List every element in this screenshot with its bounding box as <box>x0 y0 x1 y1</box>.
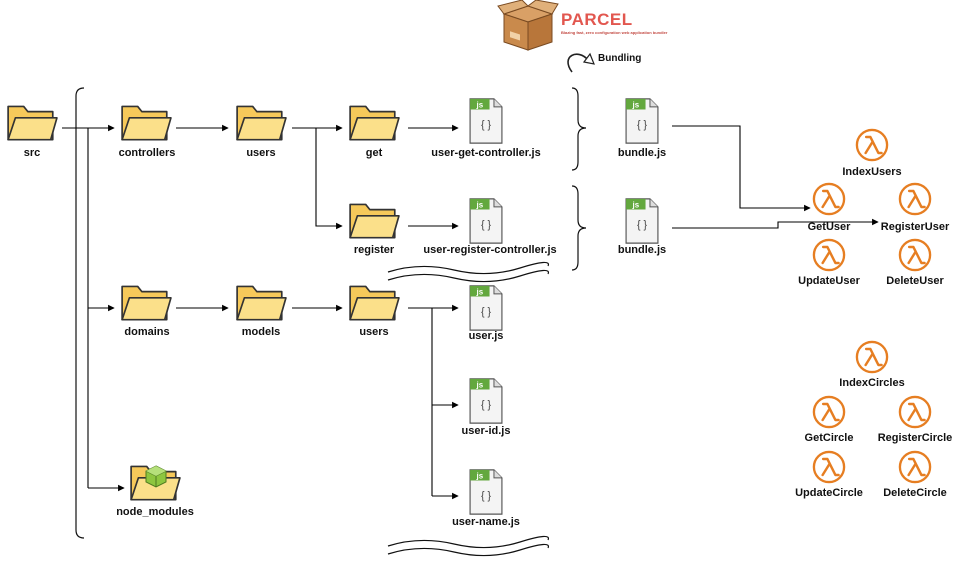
lambda-icon <box>855 128 889 162</box>
node-folder-icon <box>130 465 181 501</box>
parcel-tagline: Blazing fast, zero configuration web app… <box>561 30 668 35</box>
edge-bundle-getuser <box>672 125 811 212</box>
file-label-bundle-register: bundle.js <box>617 244 667 256</box>
lambda-icon <box>812 238 846 272</box>
js-file-icon <box>469 98 503 144</box>
bundling-label: Bundling <box>598 53 642 64</box>
file-label-user-name: user-name.js <box>452 516 520 528</box>
lambda-label-get-circle: GetCircle <box>804 432 854 444</box>
file-label-user-register-controller: user-register-controller.js <box>423 244 557 256</box>
file-label-bundle-get: bundle.js <box>617 147 667 159</box>
folder-icon <box>236 105 287 141</box>
lambda-label-index-users: IndexUsers <box>842 166 902 178</box>
folder-label-get: get <box>365 147 383 159</box>
rotate-arrow-icon <box>567 52 595 73</box>
folder-label-node-modules: node_modules <box>116 506 194 518</box>
lambda-label-register-user: RegisterUser <box>880 221 950 233</box>
folder-label-users-controllers: users <box>246 147 276 159</box>
lambda-icon <box>812 182 846 216</box>
lambda-label-index-circles: IndexCircles <box>839 377 905 389</box>
folder-icon <box>349 105 400 141</box>
js-file-icon <box>469 378 503 424</box>
continuation-wave-top <box>387 261 550 283</box>
parcel-title: PARCEL <box>561 10 633 29</box>
lambda-icon <box>855 340 889 374</box>
folder-label-domains: domains <box>124 326 170 338</box>
js-file-icon <box>469 198 503 244</box>
folder-label-users-models: users <box>359 326 389 338</box>
folder-label-models: models <box>241 326 281 338</box>
parcel-box-icon <box>497 0 559 51</box>
file-label-user: user.js <box>468 330 504 342</box>
lambda-icon <box>812 450 846 484</box>
folder-icon <box>7 105 58 141</box>
folder-icon <box>121 105 172 141</box>
folder-label-controllers: controllers <box>118 147 176 159</box>
js-file-icon <box>625 98 659 144</box>
src-bracket <box>75 87 85 539</box>
folder-icon <box>121 285 172 321</box>
lambda-icon <box>898 182 932 216</box>
lambda-label-delete-user: DeleteUser <box>886 275 944 287</box>
edge-bundle-registeruser <box>672 218 879 229</box>
lambda-label-register-circle: RegisterCircle <box>877 432 953 444</box>
bundle-get-brace <box>571 87 587 171</box>
lambda-label-update-circle: UpdateCircle <box>795 487 863 499</box>
edge-users-register <box>315 128 343 230</box>
js-file-icon <box>469 285 503 331</box>
js-file-icon <box>625 198 659 244</box>
js-file-icon <box>469 469 503 515</box>
lambda-label-delete-circle: DeleteCircle <box>883 487 947 499</box>
lambda-icon <box>812 395 846 429</box>
folder-label-register: register <box>353 244 395 256</box>
folder-icon <box>349 203 400 239</box>
lambda-label-get-user: GetUser <box>807 221 851 233</box>
file-label-user-id: user-id.js <box>461 425 511 437</box>
folder-label-src: src <box>23 147 41 159</box>
lambda-icon <box>898 238 932 272</box>
lambda-icon <box>898 450 932 484</box>
lambda-icon <box>898 395 932 429</box>
folder-icon <box>349 285 400 321</box>
folder-icon <box>236 285 287 321</box>
continuation-wave-bottom <box>387 535 550 557</box>
lambda-label-update-user: UpdateUser <box>798 275 860 287</box>
file-label-user-get-controller: user-get-controller.js <box>431 147 541 159</box>
bundle-register-brace <box>571 185 587 271</box>
